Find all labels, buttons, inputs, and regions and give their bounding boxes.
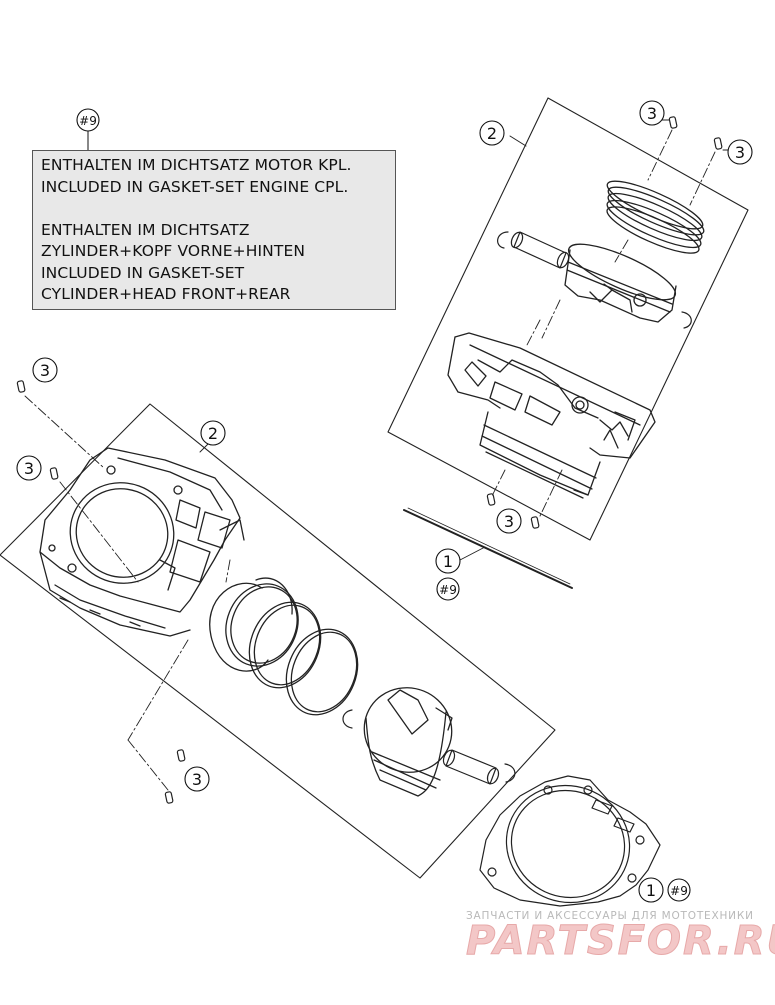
callout-3-left-top[interactable]: 3 xyxy=(32,357,58,383)
callout-3-left-bottom[interactable]: 3 xyxy=(184,766,210,792)
callout-3-top-bottom-text: 3 xyxy=(504,512,514,531)
piston-pin-left xyxy=(442,749,500,785)
callout-1-mid-text: 1 xyxy=(443,552,453,571)
note-line-1: ENTHALTEN IM DICHTSATZ MOTOR KPL. xyxy=(41,156,352,174)
callout-3-left-bottom-text: 3 xyxy=(192,770,202,789)
callout-3-top-right[interactable]: 3 xyxy=(727,139,753,165)
dowel-pin-top-a xyxy=(668,116,678,129)
piston-top xyxy=(564,243,677,323)
callout-3-top-bottom[interactable]: 3 xyxy=(496,508,522,534)
circlip-top-left xyxy=(497,231,509,249)
top-group-frame xyxy=(387,97,749,541)
dowel-pin-left-d xyxy=(164,791,174,804)
watermark-brand: PARTSFOR.RU xyxy=(465,918,775,965)
callout-3-top-right-text: 3 xyxy=(735,143,745,162)
circlip-left-a xyxy=(342,709,353,729)
callout-3-left-top-text: 3 xyxy=(40,361,50,380)
dowel-pin-top-c xyxy=(486,493,496,506)
dowel-pin-left-a xyxy=(16,380,26,393)
callout-9-bottom[interactable]: #9 xyxy=(667,878,691,902)
callout-2-left-text: 2 xyxy=(208,424,218,443)
callout-1-bottom[interactable]: 1 xyxy=(638,877,664,903)
callout-9-mid-text: #9 xyxy=(439,583,457,597)
note-line-4: ZYLINDER+KOPF VORNE+HINTEN xyxy=(41,242,306,260)
note-line-5: INCLUDED IN GASKET-SET xyxy=(41,263,245,282)
dowel-pin-top-b xyxy=(713,137,723,150)
callout-1-bottom-text: 1 xyxy=(646,881,656,900)
note-badge-text: #9 xyxy=(79,114,97,128)
piston-left xyxy=(363,687,453,797)
dowel-pin-top-d xyxy=(530,516,540,529)
gasket-set-note: ENTHALTEN IM DICHTSATZ MOTOR KPL. INCLUD… xyxy=(32,150,396,310)
circlip-left-b xyxy=(504,763,516,783)
callout-2-top-text: 2 xyxy=(487,124,497,143)
left-group-frame xyxy=(0,403,556,879)
dowel-pin-left-b xyxy=(49,467,59,480)
head-gasket xyxy=(479,775,661,907)
note-line-6: CYLINDER+HEAD FRONT+REAR xyxy=(41,285,291,303)
watermark-tagline: ЗАПЧАСТИ И АКСЕССУАРЫ ДЛЯ МОТОТЕХНИКИ xyxy=(466,910,754,922)
callout-note-9[interactable]: #9 xyxy=(76,108,100,150)
callout-9-mid[interactable]: #9 xyxy=(436,577,460,601)
callout-2-top[interactable]: 2 xyxy=(479,120,505,146)
dowel-pin-left-c xyxy=(176,749,186,762)
note-line-3: ENTHALTEN IM DICHTSATZ xyxy=(41,220,250,239)
cylinder-top xyxy=(447,332,656,499)
piston-rings-left xyxy=(209,577,359,716)
base-gasket-mid xyxy=(403,507,573,589)
callout-9-bottom-text: #9 xyxy=(670,884,688,898)
callout-3-left-mid-text: 3 xyxy=(24,459,34,478)
note-line-2: INCLUDED IN GASKET-SET ENGINE CPL. xyxy=(41,177,349,196)
callout-3-top-left-text: 3 xyxy=(647,104,657,123)
piston-rings-top xyxy=(606,180,705,254)
callout-1-mid[interactable]: 1 xyxy=(435,548,461,574)
piston-pin-top xyxy=(510,231,570,269)
circlip-top-right xyxy=(681,311,692,329)
callout-2-left[interactable]: 2 xyxy=(200,420,226,446)
callout-3-top-left[interactable]: 3 xyxy=(639,100,665,126)
cylinder-left xyxy=(39,447,245,637)
callout-3-left-mid[interactable]: 3 xyxy=(16,455,42,481)
